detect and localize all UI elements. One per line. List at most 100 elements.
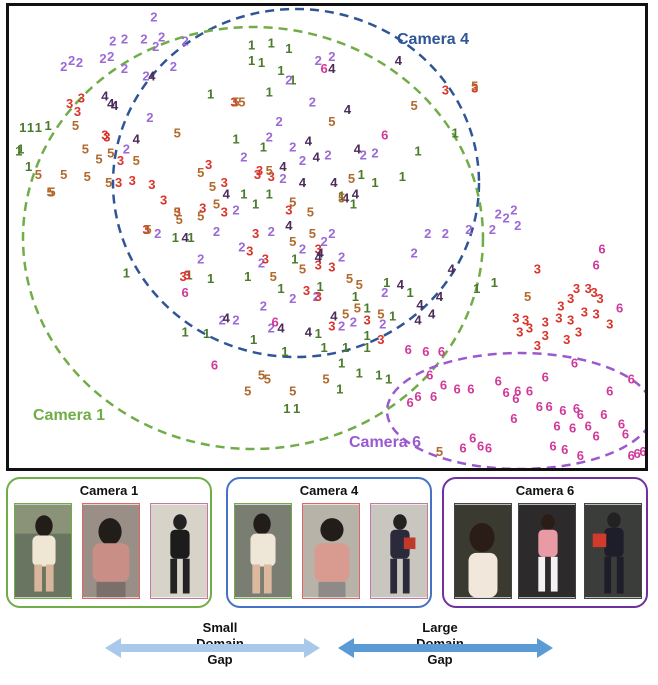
- data-point: 6: [182, 285, 189, 300]
- data-point: 2: [76, 55, 83, 70]
- data-point: 2: [182, 33, 189, 48]
- data-point: 5: [266, 163, 273, 178]
- data-point: 3: [315, 257, 322, 272]
- data-point: 1: [356, 366, 363, 381]
- data-point: 2: [170, 59, 177, 74]
- data-point: 1: [399, 169, 406, 184]
- data-point: 2: [379, 316, 386, 331]
- data-point: 6: [426, 368, 433, 383]
- data-point: 6: [459, 440, 466, 455]
- data-point: 3: [129, 173, 136, 188]
- data-point: 5: [471, 79, 478, 94]
- data-point: 2: [514, 218, 521, 233]
- data-point: 6: [422, 344, 429, 359]
- data-point: 6: [514, 383, 521, 398]
- data-point: 3: [573, 281, 580, 296]
- person-image: [584, 503, 642, 599]
- panel-title: Camera 1: [79, 483, 139, 498]
- data-point: 2: [371, 145, 378, 160]
- data-point: 6: [526, 383, 533, 398]
- data-point: 1: [285, 41, 292, 56]
- data-point: 6: [622, 427, 629, 442]
- data-point: 6: [549, 438, 556, 453]
- data-point: 3: [596, 291, 603, 306]
- data-point: 2: [107, 49, 114, 64]
- data-point: 1: [258, 55, 265, 70]
- data-point: 5: [174, 126, 181, 141]
- data-point: 6: [561, 442, 568, 457]
- data-point: 6: [573, 401, 580, 416]
- data-point: 4: [330, 309, 338, 324]
- data-point: 4: [354, 141, 362, 156]
- data-point: 6: [477, 438, 484, 453]
- person-photo-icon: [303, 504, 359, 598]
- data-point: 5: [328, 114, 335, 129]
- data-point: 1: [407, 285, 414, 300]
- camera-ellipse: [111, 7, 481, 359]
- data-point: 1: [358, 167, 365, 182]
- data-point: 5: [322, 371, 329, 386]
- data-point: 1: [203, 326, 210, 341]
- data-point: 4: [148, 69, 156, 84]
- gap-line: Small: [202, 620, 238, 635]
- data-point: 1: [375, 368, 382, 383]
- data-point: 2: [465, 222, 472, 237]
- gap-line: Gap: [207, 652, 233, 667]
- camera-4-panel: Camera 4: [226, 477, 432, 608]
- data-point: 4: [342, 191, 350, 206]
- data-point: 5: [289, 383, 296, 398]
- data-point: 2: [158, 29, 165, 44]
- data-point: 2: [299, 242, 306, 257]
- data-point: 3: [363, 312, 370, 327]
- data-point: 3: [246, 244, 253, 259]
- data-point: 3: [78, 90, 85, 105]
- person-image: [234, 503, 292, 599]
- data-point: 3: [575, 324, 582, 339]
- data-point: 4: [305, 134, 313, 149]
- person-image: [82, 503, 140, 599]
- data-point: 2: [279, 171, 286, 186]
- data-point: 1: [338, 189, 345, 204]
- data-point: 6: [545, 399, 552, 414]
- data-point: 2: [60, 59, 67, 74]
- camera-ellipse: [385, 351, 645, 468]
- data-point: 1: [35, 120, 42, 135]
- data-point: 5: [244, 383, 251, 398]
- data-point: 6: [592, 428, 599, 443]
- data-point: 2: [442, 226, 449, 241]
- data-point: 4: [182, 230, 190, 245]
- data-point: 3: [230, 94, 237, 109]
- data-point: 2: [315, 53, 322, 68]
- data-point: 4: [416, 297, 424, 312]
- person-image: [518, 503, 576, 599]
- data-point: 5: [107, 145, 114, 160]
- person-photo-icon: [83, 504, 139, 598]
- data-point: 5: [197, 208, 204, 223]
- data-point: 5: [213, 196, 220, 211]
- data-point: 4: [330, 175, 338, 190]
- camera-label: Camera 1: [33, 407, 105, 424]
- data-point: 1: [25, 159, 32, 174]
- data-point: 3: [252, 226, 259, 241]
- data-point: 2: [309, 94, 316, 109]
- data-point: 6: [634, 446, 641, 461]
- data-point: 5: [95, 151, 102, 166]
- data-point: 1: [248, 37, 255, 52]
- data-point: 6: [571, 356, 578, 371]
- data-point: 4: [428, 307, 436, 322]
- data-point: 1: [187, 230, 194, 245]
- data-point: 2: [338, 250, 345, 265]
- data-point: 1: [352, 289, 359, 304]
- data-point: 2: [232, 202, 239, 217]
- data-point: 6: [577, 407, 584, 422]
- data-point: 1: [172, 230, 179, 245]
- person-photo-icon: [585, 504, 641, 598]
- data-point: 2: [152, 39, 159, 54]
- camera-6-panel: Camera 6: [442, 477, 648, 608]
- data-point: 4: [223, 187, 231, 202]
- data-point: 4: [133, 132, 141, 147]
- data-point: 3: [103, 130, 110, 145]
- data-point: 5: [84, 169, 91, 184]
- data-point: 1: [123, 265, 130, 280]
